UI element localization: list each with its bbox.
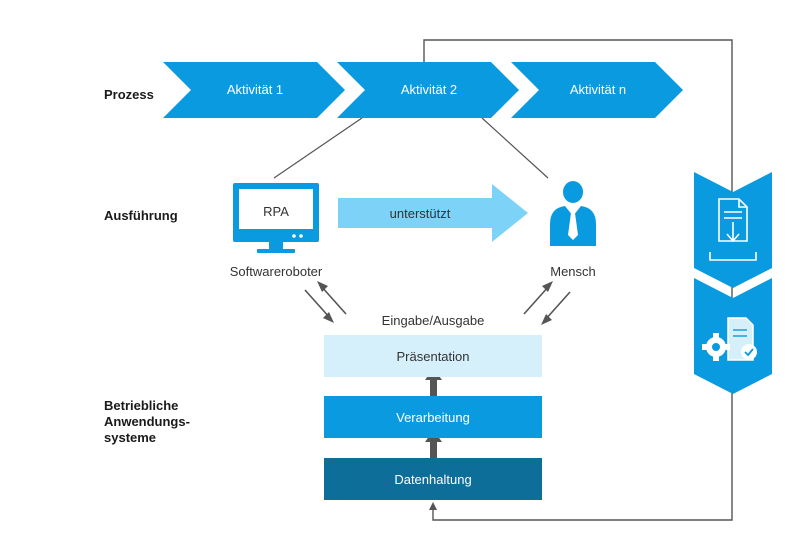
layer-data: Datenhaltung — [324, 458, 542, 500]
rpa-screen-label: RPA — [263, 204, 289, 219]
human-caption: Mensch — [550, 264, 596, 279]
row-label-process: Prozess — [104, 87, 154, 102]
feedback-loop-arrowhead — [429, 502, 437, 510]
row-label-systems-line2: Anwendungs- — [104, 414, 190, 429]
person-icon — [550, 181, 596, 246]
layer-processing-label: Verarbeitung — [396, 409, 470, 425]
row-label-execution: Ausführung — [104, 208, 178, 223]
chevron-activity-2 — [337, 62, 519, 118]
activity-1-label: Aktivität 1 — [226, 82, 284, 97]
activity-2-label: Aktivität 2 — [400, 82, 458, 97]
document-download-icon — [709, 198, 757, 261]
row-label-systems-line1: Betriebliche — [104, 398, 179, 413]
chevron-activity-1 — [163, 62, 345, 118]
human-io-arrows — [523, 281, 571, 325]
gear-document-icon — [702, 317, 757, 361]
connector-human-line — [481, 117, 549, 179]
support-label: unterstützt — [389, 206, 451, 221]
robot-caption: Softwareroboter — [229, 264, 323, 279]
layer-presentation: Präsentation — [324, 335, 542, 377]
row-label-systems: Betriebliche Anwendungs- systeme — [104, 398, 190, 446]
layer-data-label: Datenhaltung — [394, 471, 472, 487]
chevron-activity-n — [511, 62, 683, 118]
layer-presentation-label: Präsentation — [396, 348, 470, 364]
activity-n-label: Aktivität n — [569, 82, 627, 97]
connector-robot-line — [273, 117, 363, 179]
row-label-systems-line3: systeme — [104, 430, 157, 445]
io-label: Eingabe/Ausgabe — [381, 313, 485, 328]
support-arrow — [338, 184, 528, 242]
monitor-icon — [233, 183, 319, 253]
layer-processing: Verarbeitung — [324, 396, 542, 438]
robot-io-arrows — [304, 281, 347, 323]
